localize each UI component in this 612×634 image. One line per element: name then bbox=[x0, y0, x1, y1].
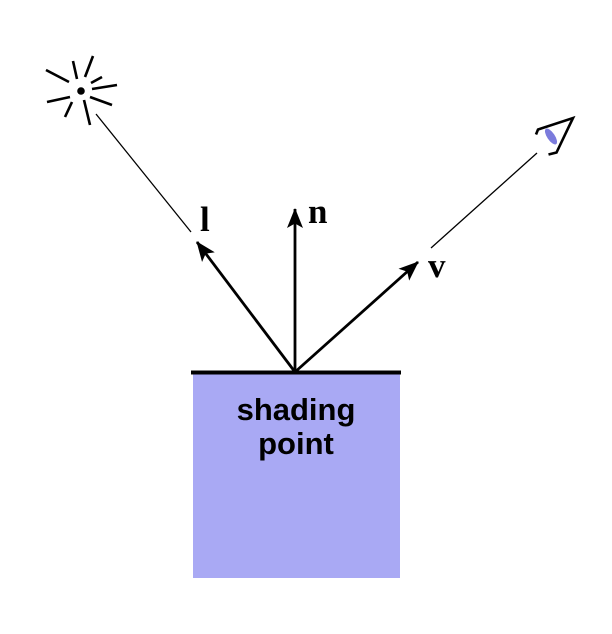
normal-vector-label: n bbox=[308, 192, 327, 231]
point-light-icon bbox=[45, 55, 118, 126]
eye-icon bbox=[534, 115, 576, 156]
surface-label: shading point bbox=[236, 392, 356, 461]
light-vector-arrow bbox=[195, 241, 297, 373]
view-vector-label: v bbox=[428, 246, 446, 285]
light-vector-label: l bbox=[200, 200, 210, 239]
light-ray-line bbox=[95, 113, 192, 233]
view-ray-line bbox=[430, 152, 538, 249]
view-vector-arrow bbox=[294, 260, 419, 374]
surface-rect bbox=[193, 374, 400, 578]
